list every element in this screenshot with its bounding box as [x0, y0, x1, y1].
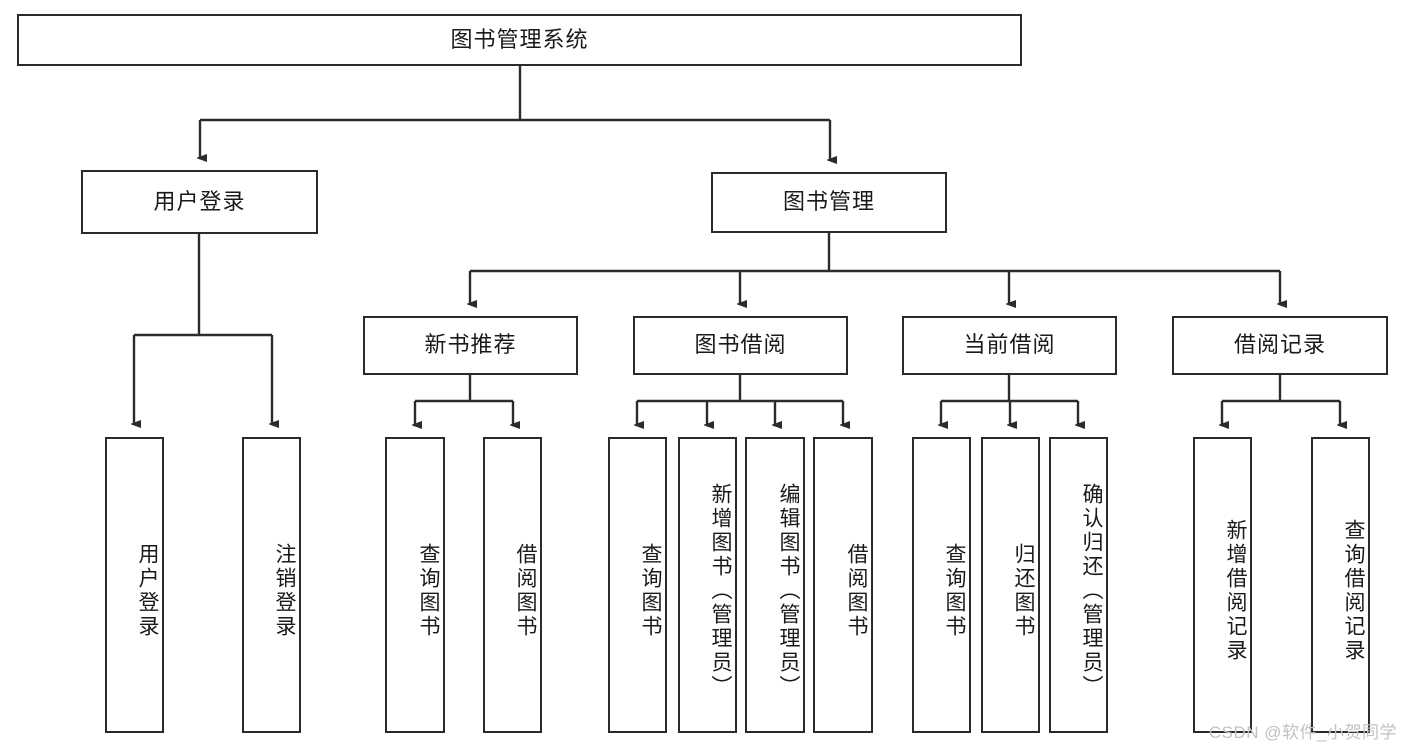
node-new-book-recommend[interactable]: 新书推荐 [363, 316, 578, 375]
node-leaf-user-login[interactable]: 用户登录 [105, 437, 164, 733]
node-leaf-add-record[interactable]: 新增借阅记录 [1193, 437, 1252, 733]
node-leaf-borrow-book-2-label: 借阅图书 [845, 543, 868, 639]
node-leaf-add-record-label: 新增借阅记录 [1224, 519, 1247, 663]
node-root-label: 图书管理系统 [450, 26, 589, 52]
node-leaf-logout-label: 注销登录 [273, 543, 296, 639]
node-leaf-return-book[interactable]: 归还图书 [981, 437, 1040, 733]
node-current-borrow[interactable]: 当前借阅 [902, 316, 1117, 375]
node-leaf-query-book-2-label: 查询图书 [639, 543, 662, 639]
node-leaf-query-book-3[interactable]: 查询图书 [912, 437, 971, 733]
node-user-login[interactable]: 用户登录 [81, 170, 318, 234]
node-root[interactable]: 图书管理系统 [17, 14, 1022, 66]
node-leaf-borrow-book-1-label: 借阅图书 [514, 543, 537, 639]
node-borrow-record-label: 借阅记录 [1233, 332, 1326, 358]
node-book-borrow-label: 图书借阅 [694, 332, 787, 358]
node-leaf-query-record-label: 查询借阅记录 [1342, 519, 1365, 663]
node-leaf-confirm-return-label: 确认归还（管理员） [1080, 483, 1103, 699]
node-leaf-borrow-book-1[interactable]: 借阅图书 [483, 437, 542, 733]
node-leaf-query-book-1[interactable]: 查询图书 [385, 437, 445, 733]
node-new-book-recommend-label: 新书推荐 [424, 332, 517, 358]
node-leaf-confirm-return[interactable]: 确认归还（管理员） [1049, 437, 1108, 733]
node-current-borrow-label: 当前借阅 [963, 332, 1056, 358]
node-leaf-edit-book-label: 编辑图书（管理员） [777, 483, 800, 699]
node-book-management-label: 图书管理 [782, 189, 875, 215]
node-book-borrow[interactable]: 图书借阅 [633, 316, 848, 375]
node-leaf-add-book[interactable]: 新增图书（管理员） [678, 437, 737, 733]
node-leaf-query-record[interactable]: 查询借阅记录 [1311, 437, 1370, 733]
node-leaf-return-book-label: 归还图书 [1012, 543, 1035, 639]
node-borrow-record[interactable]: 借阅记录 [1172, 316, 1388, 375]
node-leaf-logout[interactable]: 注销登录 [242, 437, 301, 733]
node-leaf-borrow-book-2[interactable]: 借阅图书 [813, 437, 873, 733]
node-leaf-query-book-3-label: 查询图书 [943, 543, 966, 639]
node-leaf-user-login-label: 用户登录 [136, 543, 159, 639]
node-user-login-label: 用户登录 [153, 188, 246, 214]
watermark-text: CSDN @软件_小贺同学 [1208, 723, 1397, 742]
node-leaf-edit-book[interactable]: 编辑图书（管理员） [745, 437, 805, 733]
node-leaf-query-book-2[interactable]: 查询图书 [608, 437, 667, 733]
node-leaf-add-book-label: 新增图书（管理员） [709, 483, 732, 699]
node-leaf-query-book-1-label: 查询图书 [417, 543, 440, 639]
node-book-management[interactable]: 图书管理 [711, 172, 947, 233]
